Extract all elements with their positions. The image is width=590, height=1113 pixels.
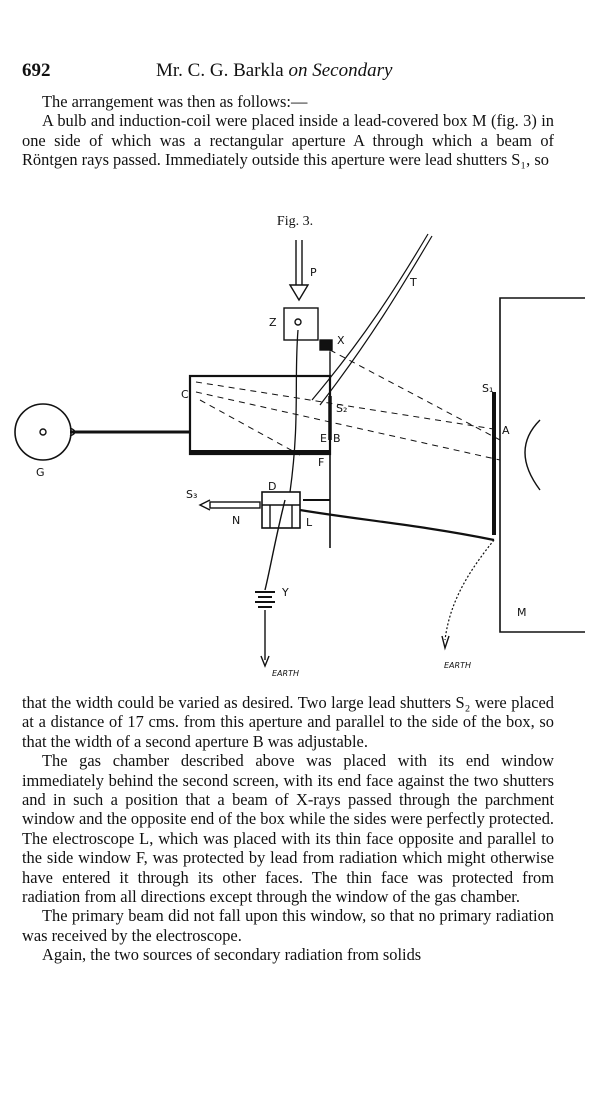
running-head-author: Mr. C. G. Barkla: [156, 60, 289, 81]
label-s2: S₂: [336, 402, 347, 415]
label-y: Y: [281, 586, 289, 599]
paragraph: that the width could be varied as desire…: [22, 693, 554, 751]
label-s3: S₃: [186, 488, 197, 501]
label-b: B: [333, 432, 341, 445]
body-text-bottom: that the width could be varied as desire…: [22, 693, 554, 965]
paragraph: Again, the two sources of secondary radi…: [42, 945, 422, 965]
body-text-top: The arrangement was then as follows:— A …: [22, 92, 554, 170]
label-g: G: [36, 466, 45, 479]
page-header: 692 Mr. C. G. Barkla on Secondary: [22, 60, 552, 86]
electrode-g: [14, 403, 72, 461]
label-c: C: [181, 388, 189, 401]
electroscope-l: [261, 491, 301, 529]
label-t: T: [409, 276, 417, 289]
paragraph: The gas chamber described above was plac…: [22, 751, 554, 907]
label-m: M: [517, 606, 527, 619]
label-l: L: [306, 516, 313, 529]
apparatus-diagram: P T Z X C S₁ S₂ E B A F G S₃ D N L Y M E…: [14, 233, 585, 678]
label-p: P: [310, 266, 317, 279]
label-z: Z: [269, 316, 277, 329]
label-x: X: [337, 334, 345, 347]
paragraph: The arrangement was then as follows:—: [42, 92, 308, 111]
label-f: F: [318, 456, 324, 469]
label-a: A: [502, 424, 510, 437]
label-s1: S₁: [482, 382, 493, 395]
gas-chamber: [188, 374, 332, 456]
tube-t: [319, 235, 433, 406]
paragraph: The primary beam did not fall upon this …: [22, 906, 554, 945]
figure-caption: Fig. 3.: [276, 214, 314, 229]
label-earth-left: EARTH: [272, 669, 299, 678]
box-z: [283, 307, 319, 341]
running-head: Mr. C. G. Barkla on Secondary: [156, 60, 392, 82]
label-earth-right: EARTH: [444, 661, 471, 670]
arrow-p: [288, 240, 310, 302]
label-d: D: [268, 480, 276, 493]
label-n: N: [232, 514, 240, 527]
running-head-topic: on Secondary: [288, 60, 393, 81]
lead-box-m: [499, 297, 585, 633]
label-e: E: [320, 432, 327, 445]
paragraph: A bulb and induction-coil were placed in…: [22, 111, 554, 170]
page-number: 692: [22, 60, 51, 81]
